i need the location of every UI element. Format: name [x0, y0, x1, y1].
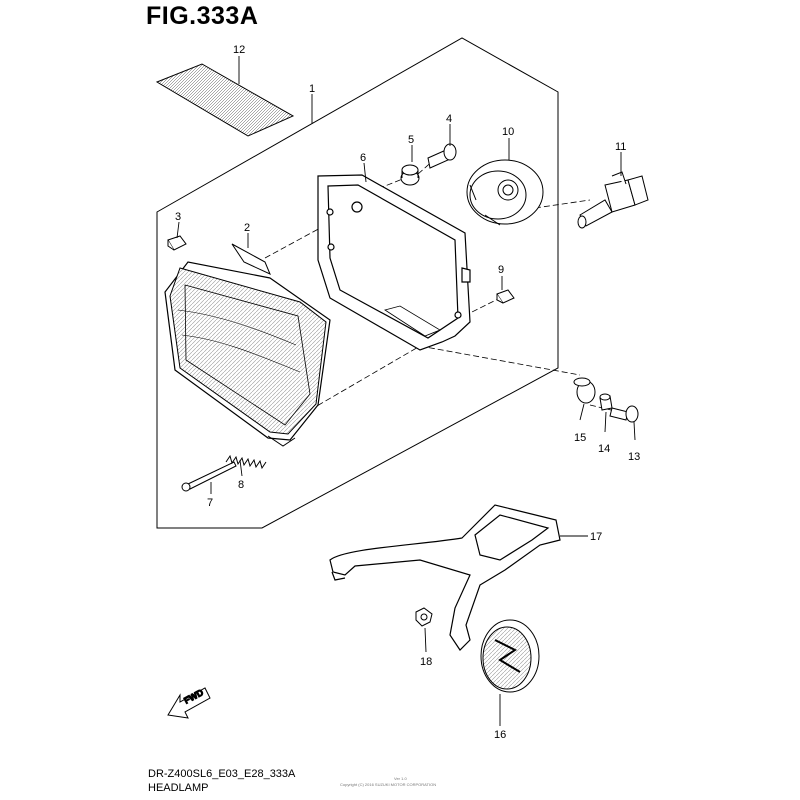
callout-numbers: 12 1 4 5 10 11 6 3 2 9 15 14 13 7 8 17 1…	[175, 44, 640, 741]
callout-leaders	[176, 56, 636, 726]
callout-13: 13	[628, 451, 640, 463]
nut-icon	[415, 607, 433, 627]
callout-8: 8	[238, 479, 244, 491]
section-name: HEADLAMP	[148, 782, 209, 794]
headlamp-unit-icon	[164, 243, 331, 447]
fine-print-copyright: Copyright (C) 2016 SUZUKI MOTOR CORPORAT…	[340, 782, 437, 787]
callout-10: 10	[502, 126, 514, 138]
grommet-icon	[400, 164, 420, 186]
callout-6: 6	[360, 152, 366, 164]
adjusting-screw-icon	[181, 461, 237, 492]
cushion-icon	[573, 377, 596, 404]
callout-16: 16	[494, 729, 506, 741]
label-sticker-icon	[155, 63, 295, 137]
fwd-arrow-icon: FWD	[167, 687, 211, 719]
figure-title: FIG.333A	[146, 2, 259, 30]
bolt-icon	[609, 405, 639, 423]
model-code: DR-Z400SL6_E03_E28_333A	[148, 768, 296, 780]
bracket-icon	[329, 504, 561, 651]
clip-nut-icon	[167, 235, 187, 251]
bulb-socket-cover-icon	[466, 159, 544, 226]
callout-14: 14	[598, 443, 610, 455]
callout-12: 12	[233, 44, 245, 56]
fine-print-version: Ver 1.0	[394, 776, 407, 781]
callout-5: 5	[408, 134, 414, 146]
callout-11: 11	[615, 141, 626, 153]
callout-3: 3	[175, 211, 181, 223]
bolt-icon	[427, 143, 457, 169]
callout-17: 17	[590, 531, 602, 543]
reflector-icon	[480, 619, 540, 693]
callout-1: 1	[309, 83, 315, 95]
bulb-icon	[577, 171, 649, 229]
collar-icon	[599, 393, 613, 411]
callout-18: 18	[420, 656, 432, 668]
callout-4: 4	[446, 113, 452, 125]
callout-9: 9	[498, 264, 504, 276]
callout-2: 2	[244, 222, 250, 234]
callout-7: 7	[207, 497, 213, 509]
clip-nut-icon	[496, 289, 515, 304]
headlamp-frame-icon	[317, 174, 471, 351]
assembly-outline	[156, 37, 559, 529]
spring-icon	[225, 454, 267, 470]
callout-15: 15	[574, 432, 586, 444]
